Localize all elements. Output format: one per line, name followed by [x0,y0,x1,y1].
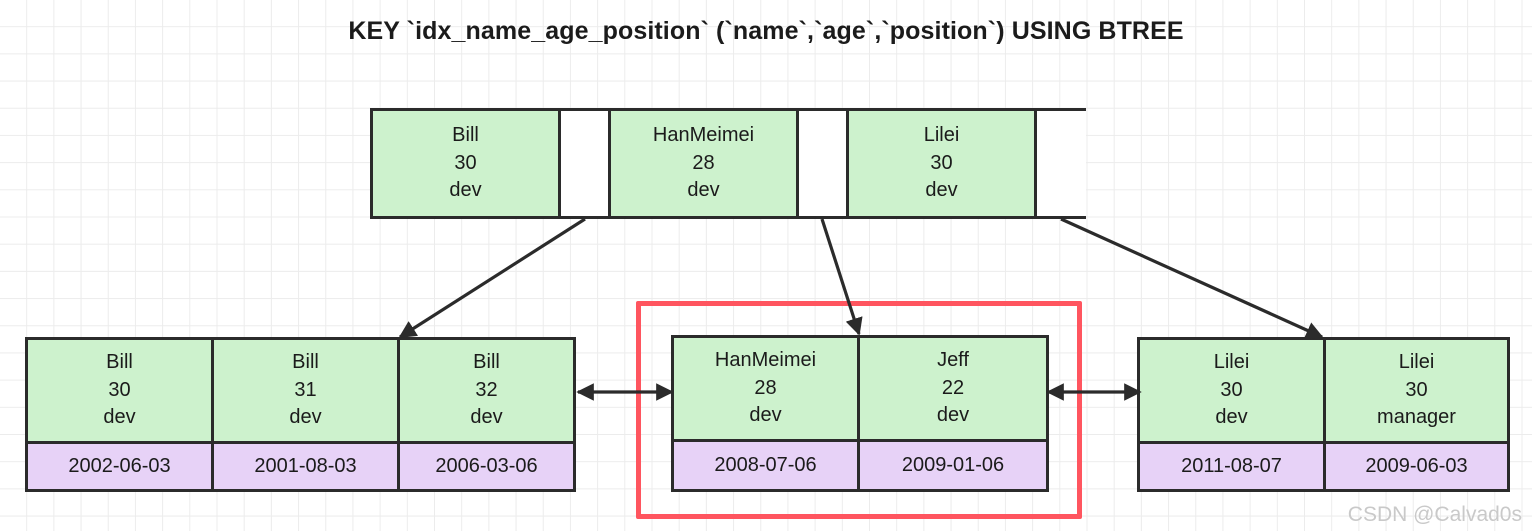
root-pointer-cell-1 [561,111,611,216]
leaf-node-middle-0-age: 28 [754,376,777,399]
leaf-node-left-key-2: Bill 32 dev [400,340,573,444]
root-key-cell-0: Bill 30 dev [373,111,561,216]
page-title: KEY `idx_name_age_position` (`name`,`age… [348,17,1184,45]
leaf-node-middle-0-position: dev [749,404,782,427]
leaf-node-left-1-name: Bill [292,351,319,374]
leaf-node-left-1-age: 31 [294,378,317,401]
leaf-node-left-0-position: dev [103,406,136,429]
root-cell-2-age: 28 [692,151,715,174]
leaf-node-middle-1-position: dev [936,404,970,427]
leaf-node-middle-key-0: HanMeimei 28 dev [674,338,857,442]
leaf-node-middle-key-1: Jeff 22 dev [860,338,1046,442]
leaf-node-right-1-name: Lilei [1398,351,1435,374]
leaf-node-left-2-name: Bill [473,351,500,374]
leaf-node-middle-value-1: 2009-01-06 [860,442,1046,489]
leaf-node-middle-column-1: Jeff 22 dev 2009-01-06 [860,338,1046,489]
leaf-node-left-1-position: dev [289,406,322,429]
leaf-node-right-value-0: 2011-08-07 [1140,444,1323,489]
leaf-node-right-column-1: Lilei 30 manager 2009-06-03 [1326,340,1507,489]
root-cell-0-age: 30 [454,151,477,174]
leaf-node-right-0-age: 30 [1220,378,1243,401]
leaf-node-left-0-age: 30 [108,378,131,401]
leaf-node-right-value-1: 2009-06-03 [1326,444,1507,489]
leaf-node-left-column-0: Bill 30 dev 2002-06-03 [28,340,214,489]
leaf-node-right-key-0: Lilei 30 dev [1140,340,1323,444]
root-to-left-leaf [398,217,586,339]
root-node: Bill 30 dev HanMeimei 28 dev Lilei 30 dev [370,108,1086,219]
leaf-node-left-value-2: 2006-03-06 [400,444,573,489]
leaf-node-middle-column-0: HanMeimei 28 dev 2008-07-06 [674,338,860,489]
leaf-node-middle: HanMeimei 28 dev 2008-07-06 Jeff 22 dev 2009-01… [671,335,1049,492]
leaf-node-left-key-0: Bill 30 dev [28,340,211,444]
root-cell-2-name: HanMeimei [652,124,755,147]
leaf-node-middle-1-name: Jeff [937,349,969,372]
leaf-node-left-key-1: Bill 31 dev [214,340,397,444]
root-to-right-leaf [1060,217,1324,339]
leaf-node-middle-0-name: HanMeimei [714,349,817,372]
leaf-node-right-column-0: Lilei 30 dev 2011-08-07 [1140,340,1326,489]
highlight-box [636,301,1082,519]
root-cell-0-name: Bill [452,124,479,147]
watermark: CSDN @Calvad0s [1347,503,1522,526]
leaf-node-left-2-age: 32 [475,378,498,401]
leaf-node-left-column-1: Bill 31 dev 2001-08-03 [214,340,400,489]
root-cell-4-name: Lilei [923,124,960,147]
root-key-cell-4: Lilei 30 dev [849,111,1037,216]
leaf-node-right-0-position: dev [1215,406,1248,429]
leaf-node-left-column-2: Bill 32 dev 2006-03-06 [400,340,573,489]
root-cell-4-position: dev [925,179,958,202]
root-cell-2-position: dev [687,179,720,202]
leaf-node-right-1-position: manager [1377,406,1456,429]
leaf-node-right: Lilei 30 dev 2011-08-07 Lilei 30 manager 2009-0… [1137,337,1510,492]
leaf-node-middle-value-0: 2008-07-06 [674,442,857,489]
leaf-node-middle-1-age: 22 [941,376,965,399]
leaf-node-left-0-name: Bill [106,351,133,374]
root-key-cell-2: HanMeimei 28 dev [611,111,799,216]
leaf-node-right-0-name: Lilei [1213,351,1250,374]
root-pointer-cell-5 [1037,111,1086,216]
root-cell-0-position: dev [449,179,482,202]
leaf-node-left-2-position: dev [470,406,503,429]
root-pointer-cell-3 [799,111,849,216]
leaf-node-right-key-1: Lilei 30 manager [1326,340,1507,444]
leaf-node-left-value-0: 2002-06-03 [28,444,211,489]
leaf-node-right-1-age: 30 [1405,378,1428,401]
root-cell-4-age: 30 [930,151,953,174]
leaf-node-left-value-1: 2001-08-03 [214,444,397,489]
